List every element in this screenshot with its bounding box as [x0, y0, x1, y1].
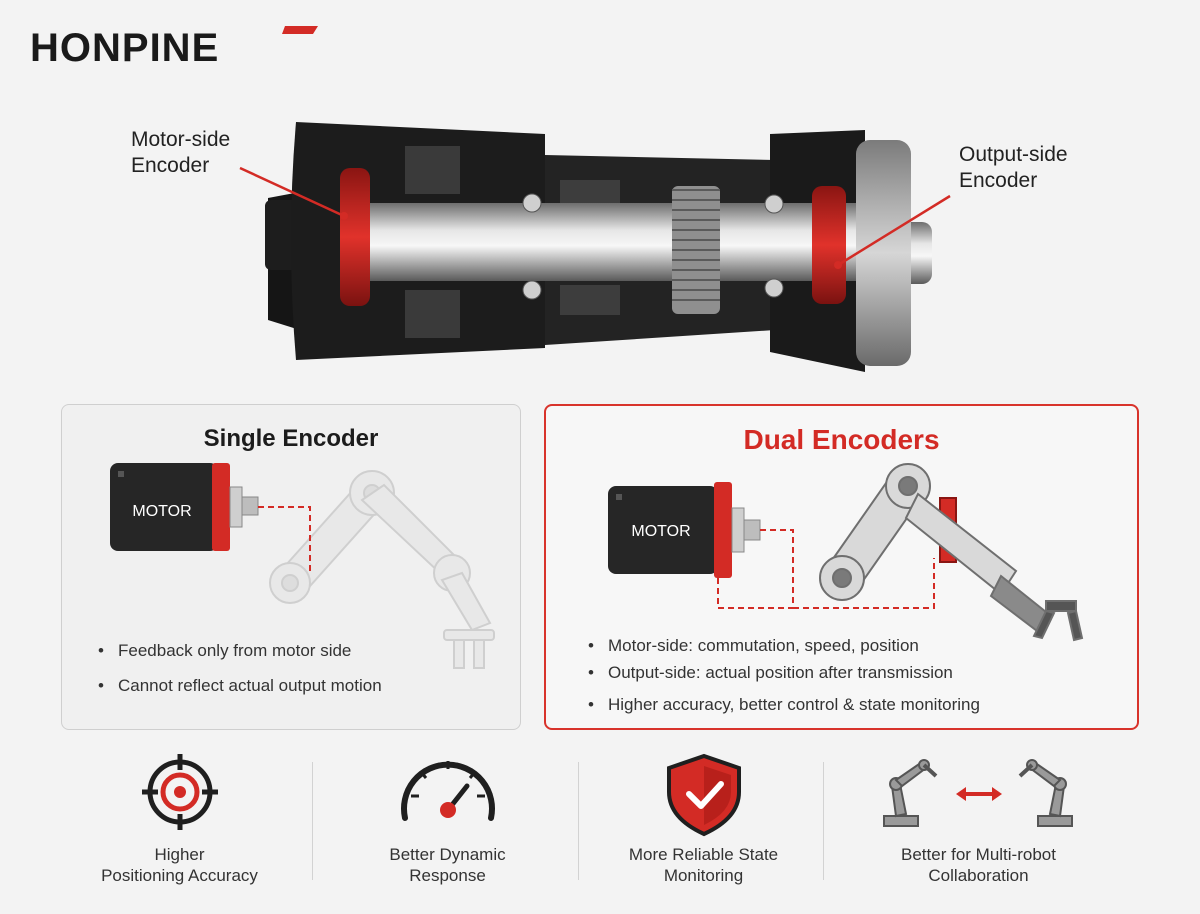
benefit-dynamic-response: Better Dynamic Response [325, 752, 570, 902]
robot-arm-icon [819, 463, 1084, 642]
benefit-label-line: More Reliable State [628, 845, 779, 864]
bullet-item: Output-side: actual position after trans… [586, 663, 980, 690]
bullet-item: Higher accuracy, better control & state … [586, 695, 980, 722]
benefit-label-line: Monitoring [663, 866, 744, 885]
benefit-state-monitoring: More Reliable State Monitoring [581, 752, 826, 902]
single-encoder-panel: Single Encoder MOTOR Feedback only from … [61, 404, 521, 730]
feedback-line [258, 506, 311, 575]
single-encoder-bullets: Feedback only from motor side Cannot ref… [96, 641, 382, 711]
gauge-icon [401, 761, 495, 821]
benefit-label-line: Better Dynamic [389, 845, 506, 864]
callout-line-1: Output-side [959, 143, 1068, 166]
benefit-label-line: Better for Multi-robot [901, 845, 1056, 864]
robots-collaboration-icon [883, 759, 1073, 827]
single-encoder-title: Single Encoder [203, 425, 379, 452]
benefit-label: Better Dynamic Response [325, 844, 570, 886]
dual-encoders-title: Dual Encoders [743, 424, 940, 455]
benefit-label: Higher Positioning Accuracy [57, 844, 302, 886]
callout-line-1: Motor-side [131, 128, 231, 151]
single-encoder-diagram: MOTOR [110, 463, 495, 669]
faded-robot-arm-icon [269, 470, 495, 669]
motor-icon [110, 463, 259, 551]
output-side-encoder-callout: Output-side Encoder [959, 142, 1068, 194]
output-callout-line [837, 194, 951, 267]
bullet-item: Feedback only from motor side [96, 641, 382, 676]
logo-text: HONPINE [30, 26, 219, 68]
actuator-cutaway-illustration [239, 122, 951, 372]
shield-check-icon [667, 753, 741, 837]
benefit-label-line: Response [409, 866, 486, 885]
output-callout-dot [834, 261, 842, 269]
dual-encoders-panel: Dual Encoders MOTOR Motor-side: commutat… [544, 404, 1139, 730]
dual-encoders-bullets: Motor-side: commutation, speed, position… [586, 636, 980, 722]
bullet-item: Cannot reflect actual output motion [96, 676, 382, 711]
output-flange [856, 140, 911, 366]
bearing-balls [522, 193, 784, 300]
benefit-multi-robot: Better for Multi-robot Collaboration [856, 752, 1101, 902]
motor-label: MOTOR [631, 523, 690, 540]
benefit-label-line: Positioning Accuracy [101, 866, 258, 885]
brand-logo: HONPINE [30, 22, 330, 73]
logo-accent-icon [282, 26, 318, 34]
motor-side-encoder [340, 168, 370, 306]
benefit-label-line: Collaboration [928, 866, 1029, 885]
motor-side-encoder-callout: Motor-side Encoder [131, 127, 230, 179]
target-icon [142, 754, 218, 830]
output-side-encoder [812, 186, 846, 304]
bullet-item: Motor-side: commutation, speed, position [586, 636, 980, 663]
benefit-divider [823, 762, 824, 880]
benefit-label: Better for Multi-robot Collaboration [856, 844, 1101, 886]
benefit-divider [578, 762, 579, 880]
motor-icon [608, 482, 761, 578]
callout-line-2: Encoder [131, 154, 210, 177]
motor-label: MOTOR [132, 503, 191, 520]
main-shaft [360, 203, 880, 281]
benefit-label-line: Higher [154, 845, 205, 864]
gear [672, 186, 720, 314]
benefit-label: More Reliable State Monitoring [581, 844, 826, 886]
output-feedback-line [793, 558, 935, 609]
dual-encoders-diagram: MOTOR [608, 463, 1084, 642]
benefit-divider [312, 762, 313, 880]
benefit-positioning-accuracy: Higher Positioning Accuracy [57, 752, 302, 902]
motor-callout-line [239, 166, 345, 218]
callout-line-2: Encoder [959, 169, 1038, 192]
motor-callout-dot [340, 212, 348, 220]
